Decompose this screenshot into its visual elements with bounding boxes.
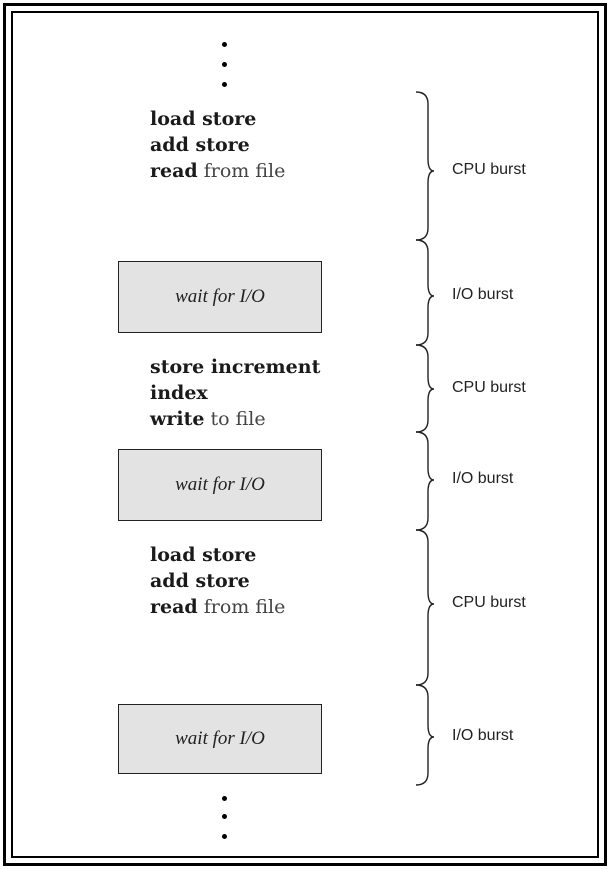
brace-cpu-burst xyxy=(415,344,435,433)
brace-io-burst xyxy=(415,431,435,531)
code-keyword: load store xyxy=(150,108,257,130)
code-keyword: store increment xyxy=(150,356,321,378)
io-wait-box: wait for I/O xyxy=(118,704,322,774)
cpu-code-block: load store add store read from file xyxy=(150,106,285,184)
io-wait-box: wait for I/O xyxy=(118,261,322,333)
io-wait-box: wait for I/O xyxy=(118,449,322,521)
code-line: store increment xyxy=(150,354,320,380)
code-text: to file xyxy=(204,408,266,430)
code-text: from file xyxy=(197,596,286,618)
outer-frame xyxy=(3,3,607,866)
inner-frame xyxy=(11,11,599,858)
burst-label: CPU burst xyxy=(452,594,526,611)
code-line: load store xyxy=(150,542,285,568)
ellipsis-dot xyxy=(222,62,227,67)
code-line: load store xyxy=(150,106,285,132)
code-keyword: add store xyxy=(150,570,250,592)
ellipsis-dot xyxy=(222,796,227,801)
code-line: read from file xyxy=(150,158,285,184)
burst-label: I/O burst xyxy=(452,727,514,744)
burst-label: CPU burst xyxy=(452,161,526,178)
burst-label: I/O burst xyxy=(452,286,514,303)
ellipsis-dot xyxy=(222,82,227,87)
code-line: read from file xyxy=(150,594,285,620)
code-text: from file xyxy=(197,160,286,182)
burst-label: CPU burst xyxy=(452,379,526,396)
brace-cpu-burst xyxy=(415,91,435,241)
code-keyword: write xyxy=(150,408,205,430)
code-line: add store xyxy=(150,568,285,594)
brace-io-burst xyxy=(415,684,435,786)
cpu-code-block: load store add store read from file xyxy=(150,542,285,620)
brace-cpu-burst xyxy=(415,529,435,686)
code-keyword: read xyxy=(150,160,198,182)
code-keyword: load store xyxy=(150,544,257,566)
code-keyword: index xyxy=(150,382,208,404)
cpu-code-block: store increment index write to file xyxy=(150,354,320,432)
code-line: add store xyxy=(150,132,285,158)
ellipsis-dot xyxy=(222,42,227,47)
burst-label: I/O burst xyxy=(452,470,514,487)
code-keyword: add store xyxy=(150,134,250,156)
code-keyword: read xyxy=(150,596,198,618)
ellipsis-dot xyxy=(222,814,227,819)
brace-io-burst xyxy=(415,239,435,346)
ellipsis-dot xyxy=(222,834,227,839)
code-line: index xyxy=(150,380,320,406)
code-line: write to file xyxy=(150,406,320,432)
